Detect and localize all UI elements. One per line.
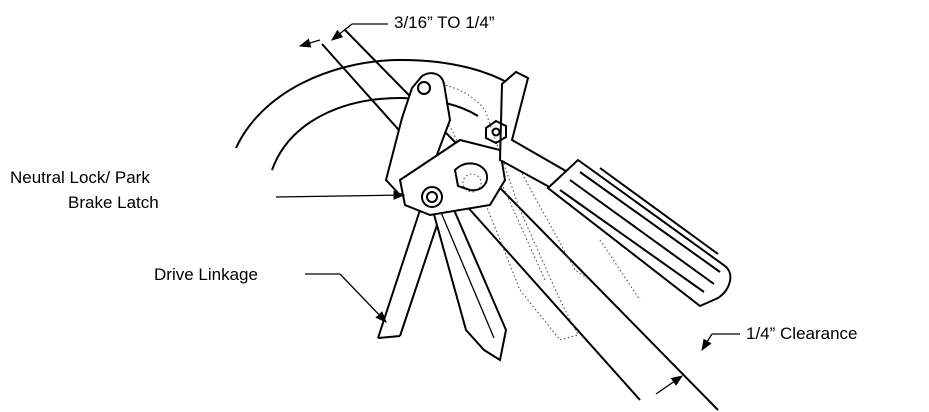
clearance-label: 1/4” Clearance bbox=[746, 324, 858, 343]
fender-arcs bbox=[235, 58, 523, 171]
handle-grip bbox=[546, 158, 732, 308]
brake-lever bbox=[384, 72, 508, 362]
drive-linkage-label: Drive Linkage bbox=[154, 265, 258, 284]
handle-arm bbox=[485, 70, 580, 198]
leaders bbox=[275, 23, 740, 395]
latch-label-line2: Brake Latch bbox=[68, 193, 159, 212]
latch-label-line1: Neutral Lock/ Park bbox=[10, 168, 150, 187]
gap-spec-label: 3/16” TO 1/4” bbox=[394, 13, 495, 32]
drive-linkage-rods bbox=[321, 29, 719, 411]
drive-linkage-lower bbox=[377, 209, 443, 339]
